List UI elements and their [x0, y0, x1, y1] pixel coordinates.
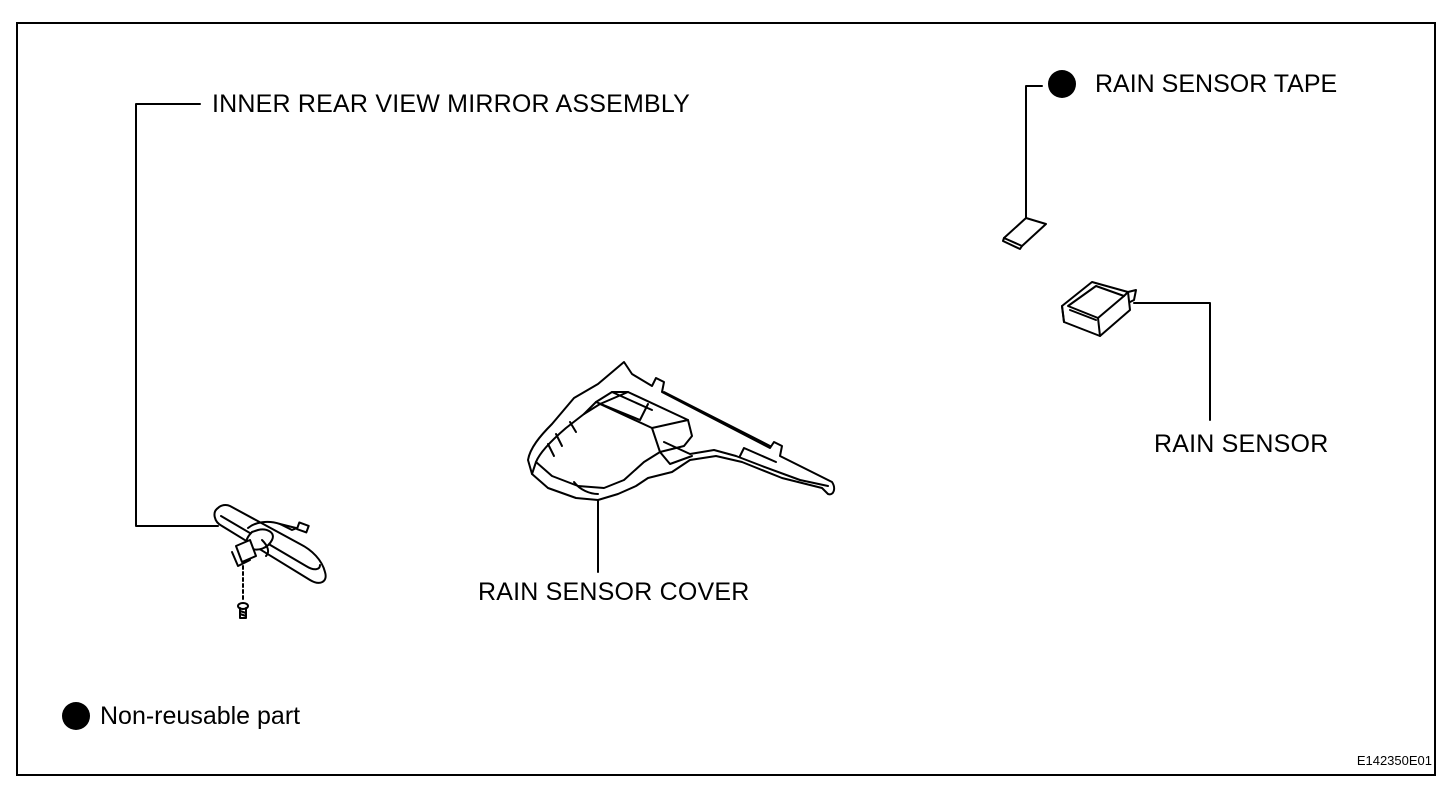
non-reusable-marker-icon	[62, 702, 90, 730]
mirror-assembly-drawing	[213, 503, 327, 584]
diagram-frame	[16, 22, 1436, 776]
sensor-leader-line	[1133, 302, 1211, 421]
rain-sensor-drawing	[1061, 281, 1137, 337]
mirror-assembly-label: INNER REAR VIEW MIRROR ASSEMBLY	[212, 90, 691, 118]
non-reusable-marker-icon	[1048, 70, 1076, 98]
rain-sensor-cover-drawing	[527, 361, 836, 501]
rain-sensor-label: RAIN SENSOR	[1154, 430, 1329, 458]
screw-drawing	[237, 602, 249, 619]
rain-sensor-tape-drawing	[1002, 217, 1047, 250]
legend-text: Non-reusable part	[100, 702, 301, 730]
mirror-leader-line	[135, 103, 219, 527]
rain-sensor-cover-label: RAIN SENSOR COVER	[478, 578, 750, 606]
rain-sensor-tape-callout: RAIN SENSOR TAPE	[1048, 70, 1337, 98]
legend: Non-reusable part	[62, 702, 300, 730]
tape-leader-line	[1025, 85, 1043, 221]
rain-sensor-tape-label: RAIN SENSOR TAPE	[1095, 70, 1338, 98]
figure-id: E142350E01	[1356, 753, 1432, 768]
